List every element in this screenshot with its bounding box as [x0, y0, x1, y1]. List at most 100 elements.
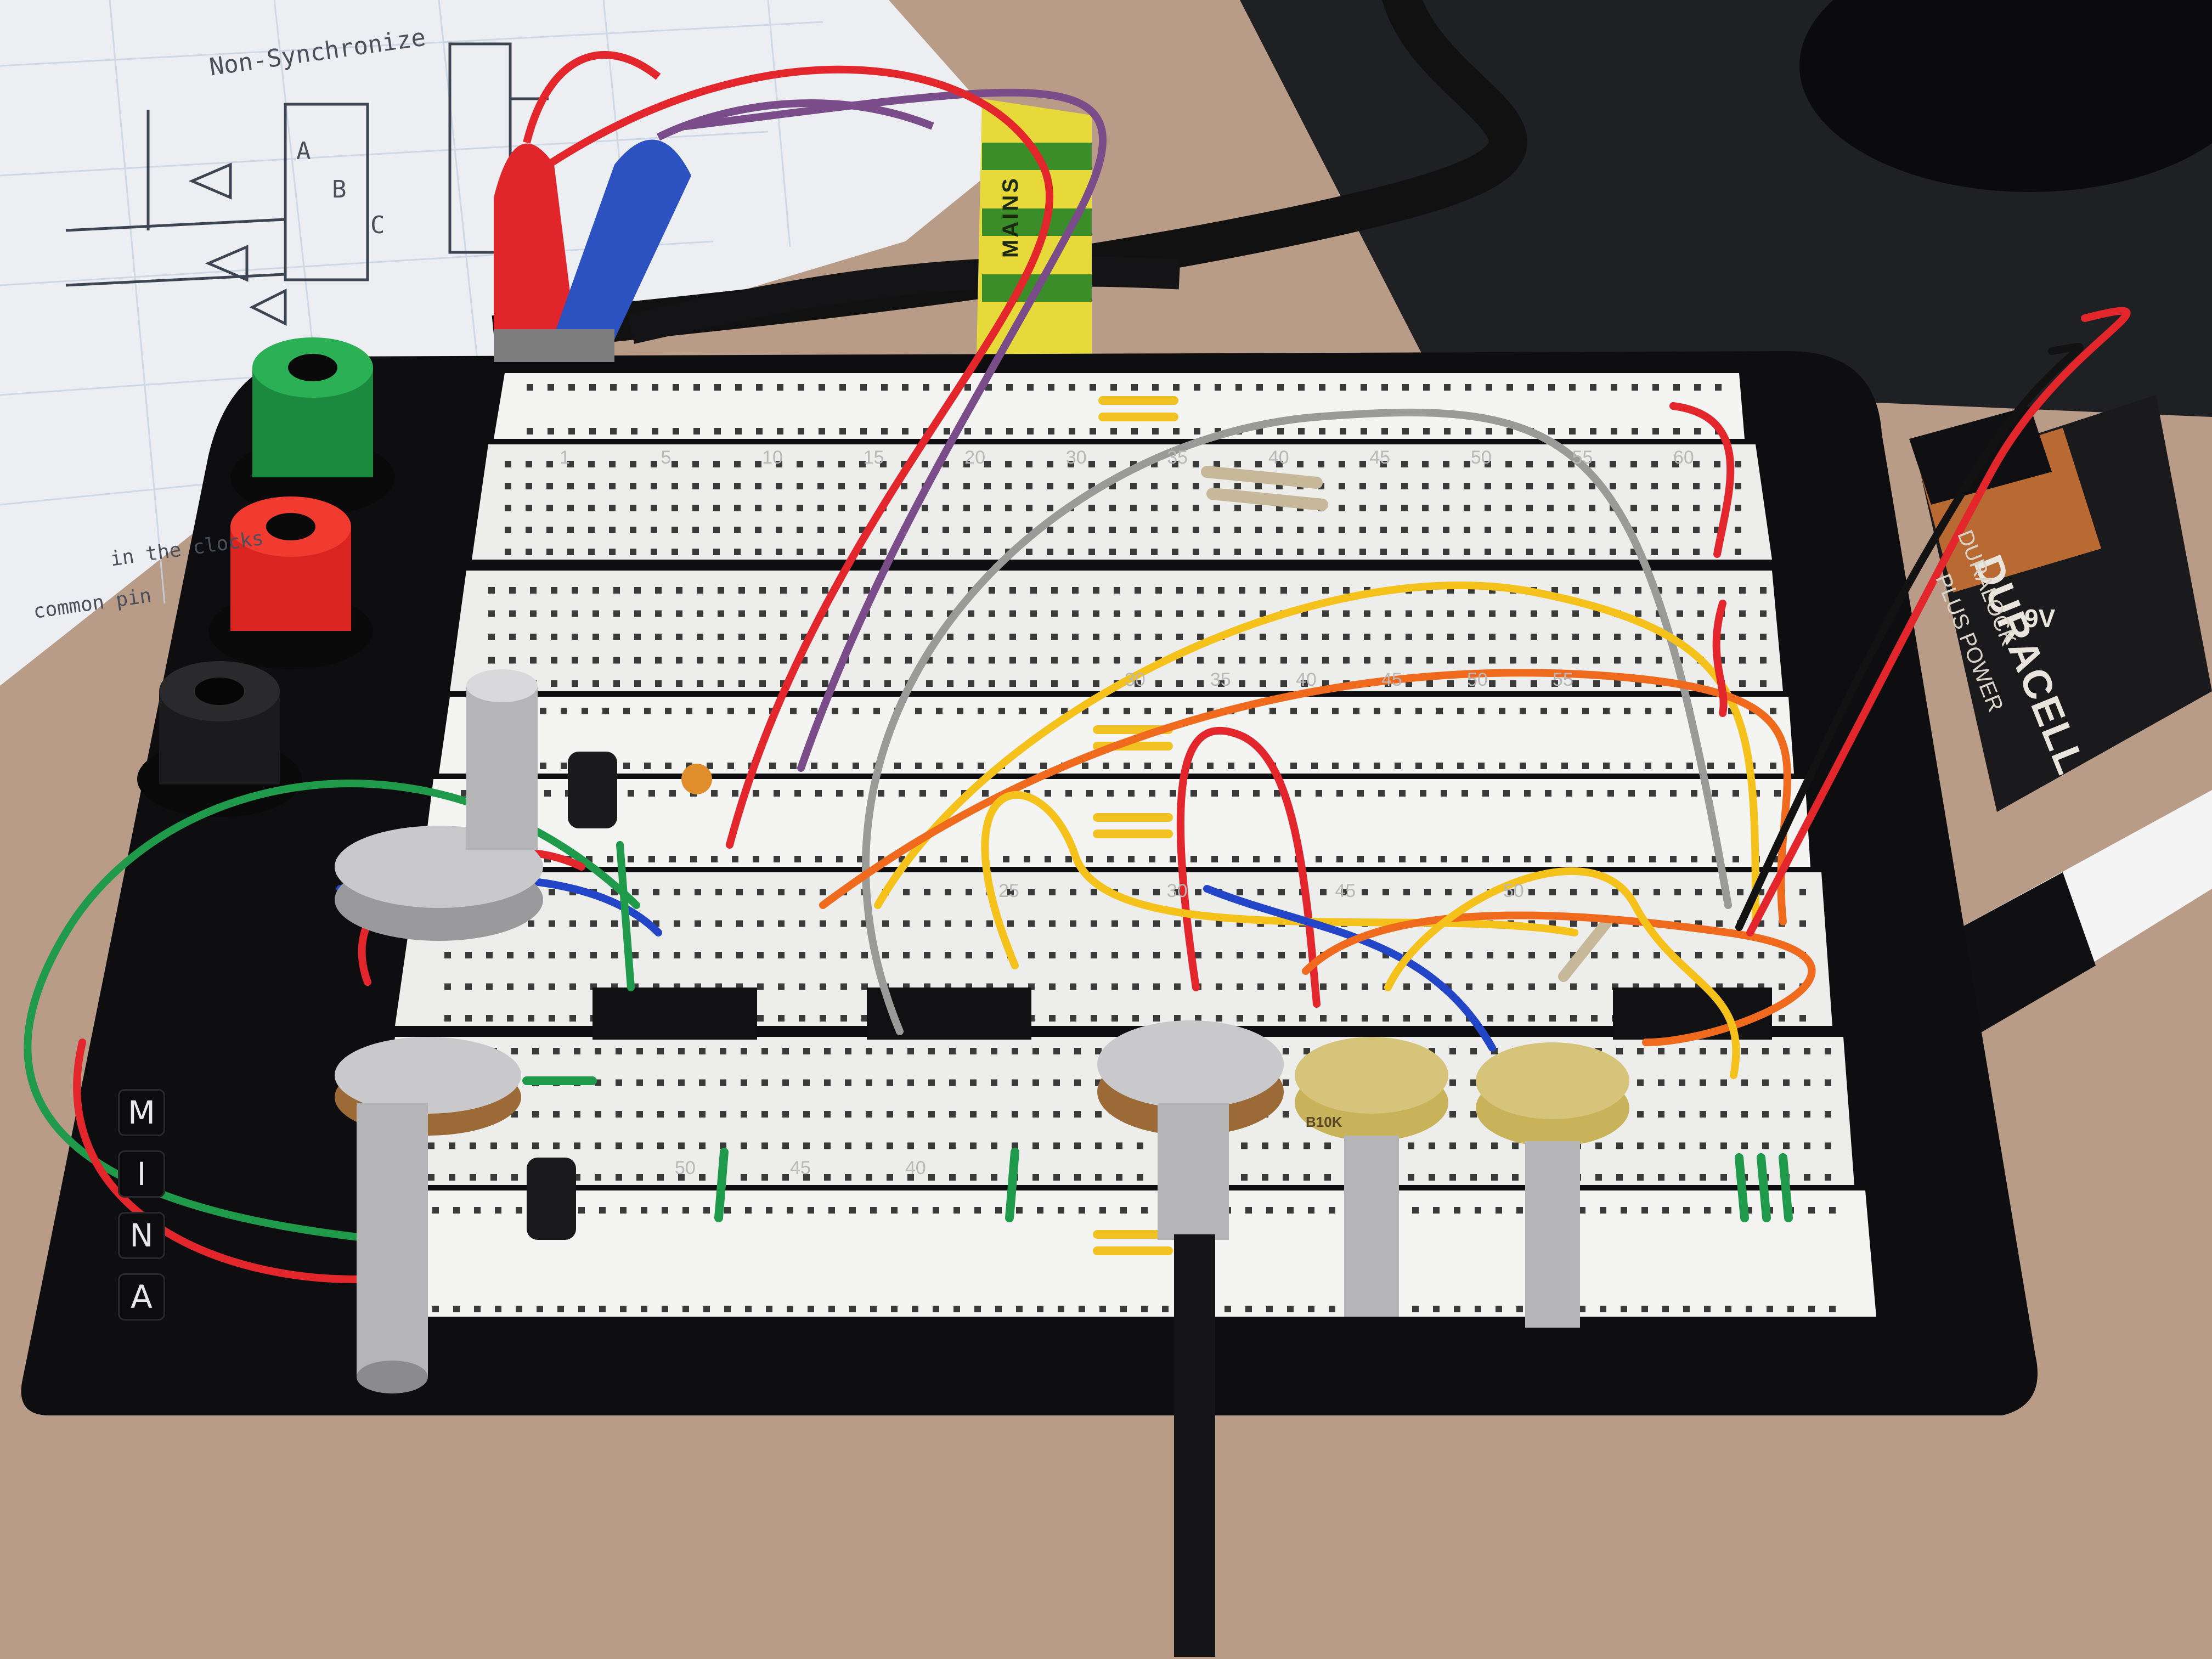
breadboard-hole	[1593, 634, 1600, 640]
breadboard-hole	[1249, 763, 1255, 769]
breadboard-hole	[628, 856, 634, 862]
breadboard-hole	[1468, 634, 1475, 640]
breadboard-hole	[1260, 610, 1266, 617]
breadboard-hole	[528, 920, 534, 927]
breadboard-hole	[1489, 680, 1496, 687]
breadboard-hole	[1072, 587, 1079, 594]
breadboard-hole	[444, 1015, 451, 1022]
wire-red-top	[545, 65, 1053, 849]
breadboard-hole	[711, 856, 718, 862]
breadboard-hole	[761, 1079, 768, 1086]
breadboard-hole	[1630, 483, 1637, 489]
breadboard-hole	[1032, 1048, 1039, 1054]
breadboard-hole	[1045, 856, 1051, 862]
breadboard-hole	[1804, 1174, 1810, 1181]
breadboard-hole	[1072, 657, 1079, 664]
breadboard-hole	[907, 1142, 914, 1149]
breadboard-hole	[819, 384, 825, 391]
breadboard-hole	[838, 527, 845, 533]
breadboard-hole	[1825, 1174, 1831, 1181]
breadboard-hole	[616, 1111, 622, 1118]
breadboard-hole	[588, 483, 595, 489]
breadboard-hole	[1299, 983, 1306, 990]
breadboard-hole	[1214, 483, 1220, 489]
breadboard-hole	[1673, 384, 1680, 391]
breadboard-hole	[961, 856, 968, 862]
breadboard-hole	[780, 657, 787, 664]
breadboard-hole	[1433, 1306, 1440, 1312]
breadboard-hole	[1283, 1111, 1289, 1118]
board-brand: M I N A	[118, 1089, 165, 1321]
breadboard-hole	[1215, 384, 1221, 391]
breadboard-hole	[672, 549, 678, 555]
breadboard-hole	[1658, 1048, 1664, 1054]
breadboard-hole	[738, 587, 745, 594]
breadboard-hole	[995, 1207, 1002, 1214]
row-number: 55	[1572, 447, 1593, 468]
breadboard-hole	[759, 610, 766, 617]
breadboard-hole	[1278, 889, 1285, 895]
breadboard-hole	[1074, 1048, 1081, 1054]
breadboard-hole	[1739, 680, 1746, 687]
breadboard-hole	[1290, 763, 1297, 769]
row-number: 35	[1167, 447, 1188, 468]
breadboard-hole	[546, 549, 553, 555]
row-number: 30	[1065, 447, 1087, 468]
pot-label: B10K	[1306, 1114, 1342, 1130]
breadboard-hole	[693, 384, 700, 391]
breadboard-hole	[735, 428, 742, 435]
breadboard-hole	[782, 1142, 789, 1149]
breadboard-hole	[776, 461, 782, 467]
breadboard-hole	[769, 763, 776, 769]
breadboard-hole	[1547, 461, 1554, 467]
breadboard-hole	[866, 1142, 872, 1149]
breadboard-hole	[588, 461, 595, 467]
breadboard-hole	[1072, 680, 1079, 687]
breadboard-hole	[1047, 461, 1053, 467]
breadboard-hole	[613, 587, 620, 594]
breadboard-hole	[1170, 790, 1176, 797]
breadboard-hole	[902, 384, 909, 391]
breadboard-hole	[912, 1306, 918, 1312]
breadboard-hole	[551, 680, 557, 687]
breadboard-hole	[1570, 889, 1577, 895]
breadboard-hole	[1322, 657, 1329, 664]
breadboard-hole	[718, 587, 724, 594]
breadboard-hole	[1132, 920, 1139, 927]
breadboard-hole	[1298, 384, 1305, 391]
clip-blue-wire	[656, 99, 934, 141]
binding-post-green	[230, 337, 395, 516]
breadboard-hole	[1320, 889, 1327, 895]
breadboard-hole	[838, 483, 845, 489]
breadboard-hole	[655, 610, 662, 617]
breadboard-hole	[1357, 790, 1364, 797]
breadboard-hole	[778, 1015, 785, 1022]
breadboard-hole	[634, 634, 641, 640]
breadboard-hole	[1548, 384, 1555, 391]
breadboard-hole	[873, 708, 880, 714]
breadboard-hole	[1111, 952, 1118, 958]
breadboard-hole	[1322, 634, 1329, 640]
breadboard-hole	[1241, 1142, 1248, 1149]
breadboard-hole	[1704, 1207, 1711, 1214]
breadboard-hole	[1322, 610, 1329, 617]
breadboard-hole	[1424, 1015, 1431, 1022]
breadboard-hole	[1216, 983, 1222, 990]
breadboard-hole	[1637, 1048, 1644, 1054]
breadboard-hole	[574, 1111, 580, 1118]
breadboard-hole	[695, 920, 701, 927]
breadboard-hole	[1700, 1079, 1706, 1086]
breadboard-hole	[866, 1174, 872, 1181]
breadboard-hole	[720, 1111, 726, 1118]
breadboard-hole	[1658, 1079, 1664, 1086]
breadboard-hole	[595, 1048, 601, 1054]
breadboard-hole	[933, 1306, 939, 1312]
breadboard-hole	[1593, 610, 1600, 617]
breadboard-hole	[1311, 708, 1318, 714]
row-number: 45	[1381, 669, 1402, 690]
breadboard-hole	[1341, 952, 1347, 958]
breadboard-hole	[572, 610, 578, 617]
breadboard-hole	[1068, 527, 1074, 533]
breadboard-hole	[1332, 708, 1339, 714]
breadboard-hole	[1153, 889, 1160, 895]
